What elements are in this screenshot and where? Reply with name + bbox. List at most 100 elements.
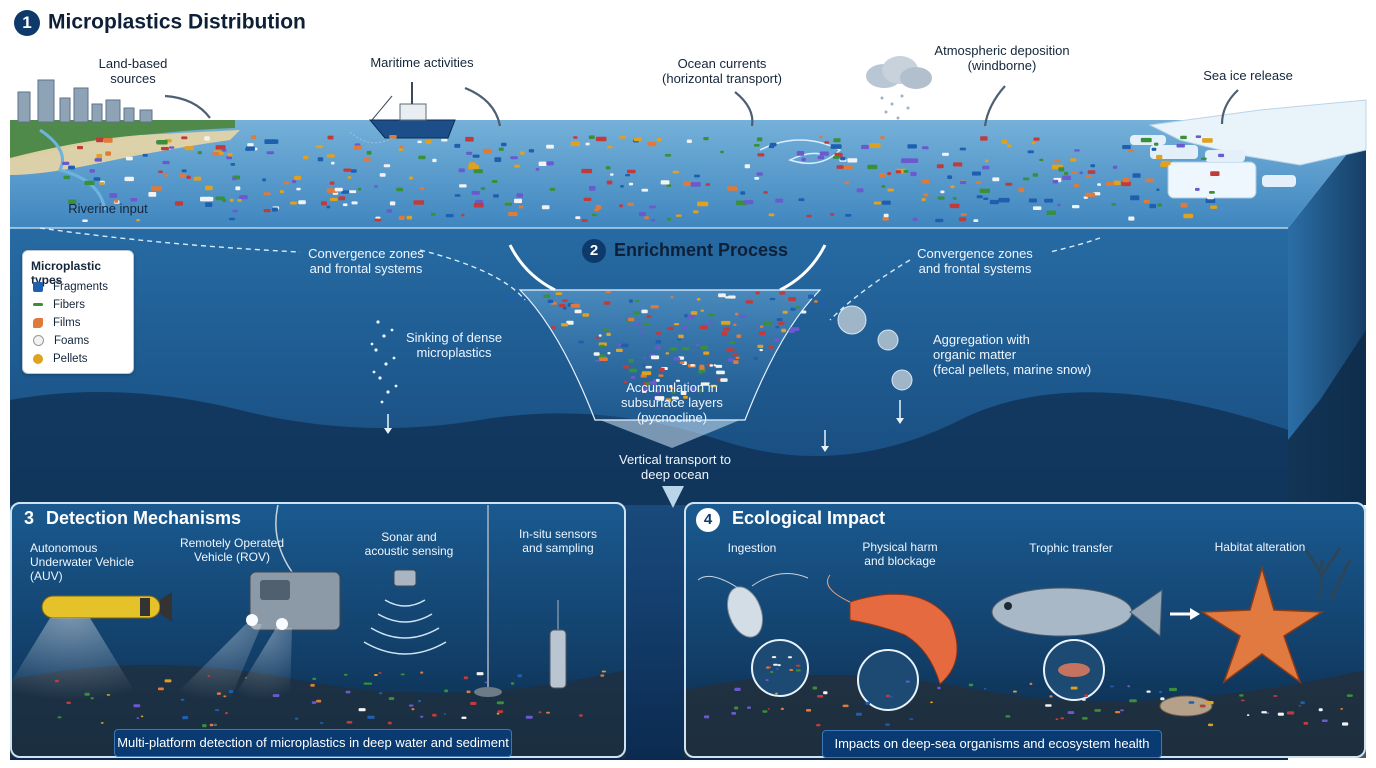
fish <box>991 587 1163 638</box>
shrimp <box>827 574 958 685</box>
insitu-line-1: In-situ sensors <box>518 527 598 541</box>
currents-line-1: Ocean currents <box>677 56 767 71</box>
coastline <box>10 120 235 160</box>
rov-label: Remotely Operated Vehicle (ROV) <box>174 536 290 564</box>
current-swirl <box>759 139 842 165</box>
convergence-left-label: Convergence zones and frontal systems <box>296 246 436 276</box>
physical-harm-label: Physical harm and blockage <box>848 540 952 568</box>
blockage-callout <box>857 649 919 711</box>
seabed-ridge <box>10 392 1288 505</box>
atmospheric-line-1: Atmospheric deposition <box>934 43 1070 58</box>
legend-item-pellets: Pellets <box>33 352 88 366</box>
detection-heading: 3 Detection Mechanisms <box>24 508 241 529</box>
legend-item-fibers: Fibers <box>33 298 85 312</box>
insitu-label: In-situ sensors and sampling <box>506 527 610 555</box>
legend-label: Foams <box>54 335 90 347</box>
ocean-surface <box>10 100 1366 228</box>
sea-ice-label: Sea ice release <box>1203 68 1293 83</box>
rov-vehicle <box>170 504 341 700</box>
accumulation-line-1: Accumulation in <box>626 380 718 395</box>
microplastic-particles <box>55 135 1353 728</box>
detection-caption: Multi-platform detection of microplastic… <box>114 729 512 757</box>
riverine-label: Riverine input <box>68 201 148 216</box>
insitu-sensor <box>474 505 567 697</box>
enrichment-arrows <box>508 244 827 292</box>
ingestion-label: Ingestion <box>727 541 777 555</box>
source-arrows <box>164 85 1239 127</box>
sinking-line-1: Sinking of dense <box>405 330 503 345</box>
fiber-swatch <box>33 303 43 307</box>
film-swatch <box>33 317 43 328</box>
physical-line-1: Physical harm <box>862 540 938 554</box>
legend-label: Films <box>53 317 81 329</box>
convergence-arrows <box>39 227 1101 321</box>
atmospheric-label: Atmospheric deposition (windborne) <box>920 43 1084 73</box>
physical-line-2: and blockage <box>864 554 936 568</box>
vertical-line-2: deep ocean <box>641 467 709 482</box>
rain-cloud <box>866 56 932 120</box>
auv-line-3: (AUV) <box>30 569 63 583</box>
vertical-transport-arrow <box>662 486 684 508</box>
impact-caption: Impacts on deep-sea organisms and ecosys… <box>822 730 1162 758</box>
sonar-line-1: Sonar and <box>381 530 437 544</box>
starfish <box>1199 565 1325 685</box>
enrichment-title: Enrichment Process <box>614 239 789 260</box>
impact-heading: 4 Ecological Impact <box>696 508 885 532</box>
sinking-label: Sinking of dense microplastics <box>404 330 504 360</box>
aggregation-line-1: Aggregation with <box>933 332 1030 347</box>
section-1-badge: 1 <box>14 10 40 36</box>
accumulation-line-3: (pycnocline) <box>636 410 708 425</box>
insitu-line-2: and sampling <box>522 541 594 555</box>
aggregation-line-2: organic matter <box>933 347 1017 362</box>
sinking-line-2: microplastics <box>416 345 492 360</box>
habitat-label: Habitat alteration <box>1214 540 1306 554</box>
ice-shelf <box>1148 99 1367 166</box>
fragment-swatch <box>33 281 43 292</box>
convergence-right-label: Convergence zones and frontal systems <box>905 246 1045 276</box>
foam-swatch <box>33 335 44 347</box>
ingestion-callout <box>751 639 809 697</box>
maritime-label: Maritime activities <box>370 55 474 70</box>
convergence-right-line-2: and frontal systems <box>918 261 1032 276</box>
ocean-currents-label: Ocean currents (horizontal transport) <box>640 56 804 86</box>
sonar-line-2: acoustic sensing <box>364 544 454 558</box>
auv-vehicle <box>0 592 172 700</box>
legend-item-fragments: Fragments <box>33 280 108 294</box>
river <box>39 128 107 211</box>
sonar-device <box>363 569 447 655</box>
main-title: 1 Microplastics Distribution <box>14 10 306 36</box>
currents-line-2: (horizontal transport) <box>662 71 782 86</box>
sinking-particles <box>370 320 398 404</box>
legend-label: Fibers <box>53 299 85 311</box>
legend-item-foams: Foams <box>33 334 89 348</box>
copepod <box>697 573 809 638</box>
sonar-label: Sonar and acoustic sensing <box>356 530 462 558</box>
vertical-line-1: Vertical transport to <box>619 452 731 467</box>
rov-line-1: Remotely Operated <box>179 536 285 550</box>
city-skyline <box>17 79 153 123</box>
legend-label: Fragments <box>53 281 108 293</box>
land-sources-label: Land-based sources <box>98 56 168 86</box>
section-4-badge: 4 <box>696 508 720 532</box>
trophic-arrow <box>1170 608 1200 620</box>
atmospheric-line-2: (windborne) <box>967 58 1037 73</box>
accumulation-line-2: subsurface layers <box>621 395 723 410</box>
auv-label: Autonomous Underwater Vehicle (AUV) <box>30 541 170 583</box>
impact-title: Ecological Impact <box>732 508 886 528</box>
accumulation-label: Accumulation in subsurface layers (pycno… <box>612 380 732 425</box>
convergence-right-line-1: Convergence zones <box>917 246 1033 261</box>
rov-line-2: Vehicle (ROV) <box>193 550 271 564</box>
section-3-number: 3 <box>24 508 35 528</box>
main-title-text: Microplastics Distribution <box>48 10 306 34</box>
convergence-left-line-2: and frontal systems <box>309 261 423 276</box>
detection-panel <box>10 502 626 758</box>
detection-title: Detection Mechanisms <box>46 508 242 528</box>
trophic-label: Trophic transfer <box>1029 541 1113 555</box>
legend-item-films: Films <box>33 316 80 330</box>
microplastic-legend: Microplastic types Fragments Fibers Film… <box>22 250 134 374</box>
enrichment-funnel <box>518 289 822 421</box>
section-2-badge: 2 <box>582 239 606 263</box>
marine-snow-aggregates <box>821 305 913 452</box>
